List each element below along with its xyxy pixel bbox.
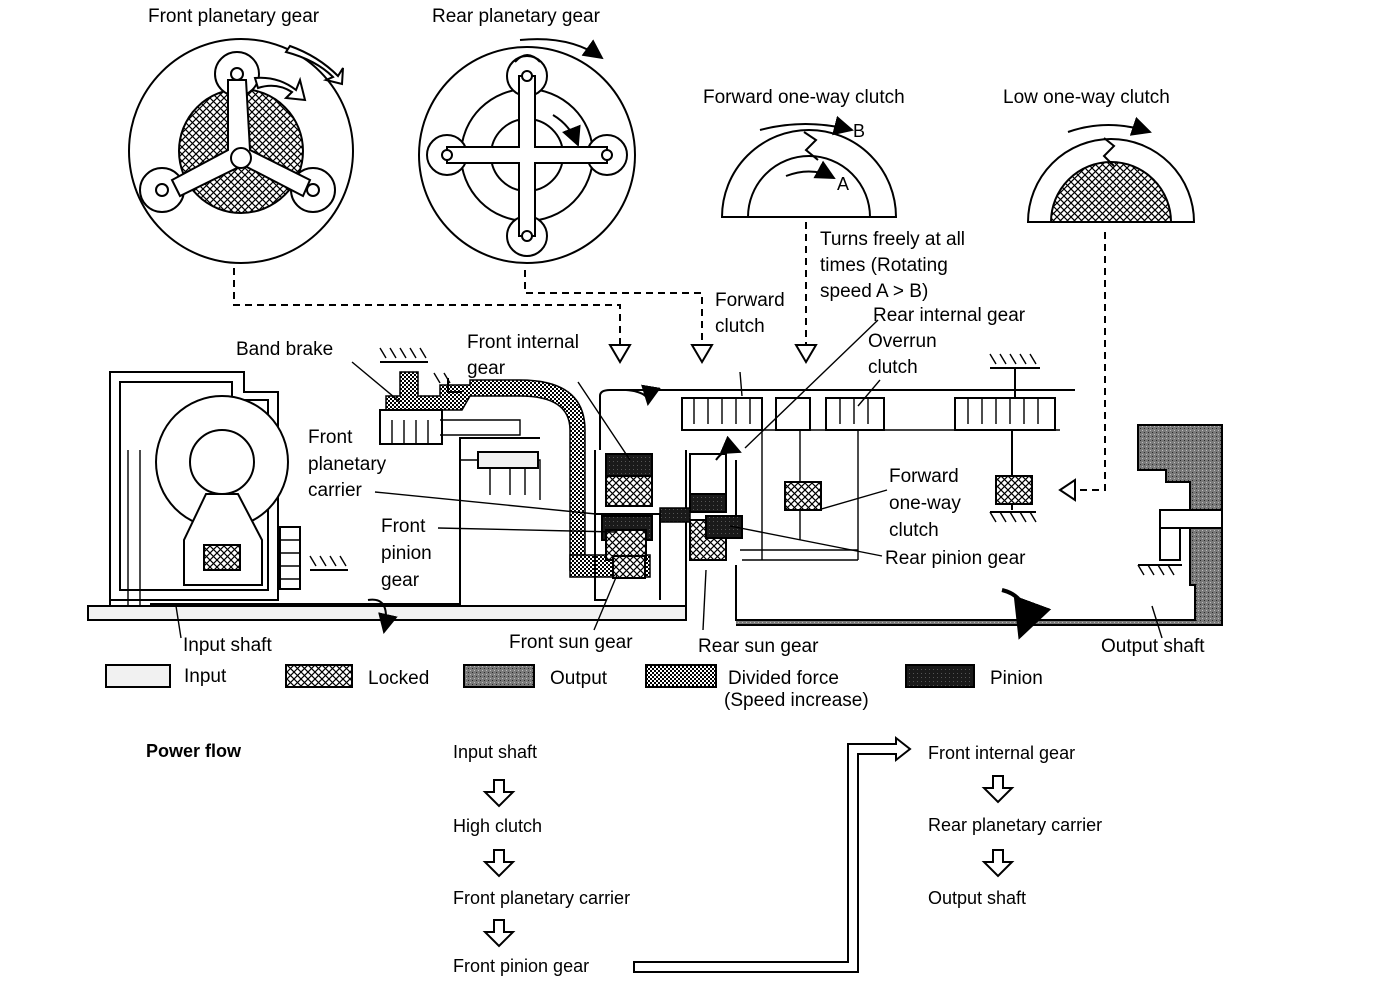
flow-step-front-planetary-carrier: Front planetary carrier: [453, 888, 630, 908]
connector-arrow-icon: [633, 735, 912, 973]
svg-text:pinion: pinion: [381, 543, 432, 564]
forward-one-way-clutch-title: Forward one-way clutch: [703, 87, 905, 108]
flow-step-rear-planetary-carrier: Rear planetary carrier: [928, 815, 1102, 835]
flow-step-output-shaft: Output shaft: [928, 888, 1026, 908]
front-internal-gear-label: Front internal: [467, 332, 579, 353]
svg-text:times (Rotating: times (Rotating: [820, 255, 948, 276]
callout-leaders: [175, 319, 1163, 639]
legend-label-pinion: Pinion: [990, 668, 1043, 689]
svg-text:speed A > B): speed A > B): [820, 281, 928, 302]
low-one-way-clutch-icon: [1026, 116, 1196, 223]
front-planetary-gear-title: Front planetary gear: [148, 6, 320, 27]
down-arrow-icon: [981, 775, 1015, 804]
legend-label-output: Output: [550, 668, 608, 689]
forward-one-way-clutch-label: Forward: [889, 466, 959, 487]
free-rotation-note: Turns freely at all times (Rotating spee…: [820, 229, 965, 302]
down-arrow-icon: [482, 779, 516, 808]
legend-label-locked: Locked: [368, 668, 429, 689]
svg-text:Turns freely at all: Turns freely at all: [820, 229, 965, 250]
overrun-clutch-label: Overrun: [868, 331, 937, 352]
legend-sublabel-divided-force: (Speed increase): [724, 690, 869, 711]
forward-clutch-label: Forward: [715, 290, 785, 311]
front-pinion-gear-label: Front: [381, 516, 426, 537]
svg-text:planetary: planetary: [308, 454, 387, 475]
input-shaft-label: Input shaft: [183, 635, 272, 656]
legend-swatch-pinion: [905, 664, 975, 688]
band-brake-label: Band brake: [236, 339, 333, 360]
power-flow-title: Power flow: [146, 741, 242, 761]
svg-text:gear: gear: [467, 358, 506, 379]
low-one-way-clutch-title: Low one-way clutch: [1003, 87, 1170, 108]
front-planetary-gear-icon: [128, 38, 354, 264]
rear-planetary-gear-title: Rear planetary gear: [432, 6, 601, 27]
legend-swatch-output: [463, 664, 535, 688]
rear-sun-gear-label: Rear sun gear: [698, 636, 819, 657]
flow-step-input-shaft: Input shaft: [453, 742, 537, 762]
svg-text:one-way: one-way: [889, 493, 961, 514]
legend-label-input: Input: [184, 666, 227, 687]
legend-label-divided-force: Divided force: [728, 668, 839, 689]
legend-swatch-divided-force: [645, 664, 717, 688]
front-sun-gear-label: Front sun gear: [509, 632, 633, 653]
dashed-flow-arrows: [233, 222, 1106, 502]
legend-swatch-locked: [285, 664, 353, 688]
forward-one-way-clutch-icon: [720, 115, 898, 218]
callout-labels: Forward clutch Rear internal gear Overru…: [183, 290, 1205, 657]
down-arrow-icon: [482, 919, 516, 948]
svg-text:clutch: clutch: [868, 357, 918, 378]
svg-text:clutch: clutch: [889, 520, 939, 541]
speed-b-label: B: [853, 121, 865, 141]
rear-internal-gear-label: Rear internal gear: [873, 305, 1026, 326]
svg-text:gear: gear: [381, 570, 420, 591]
legend-swatch-input: [105, 664, 171, 688]
power-flow: Power flow Input shaft High clutch Front…: [146, 735, 1102, 976]
down-arrow-icon: [981, 849, 1015, 878]
speed-a-label: A: [837, 174, 849, 194]
legend: Input Locked Output Divided force (Speed…: [105, 664, 1043, 711]
rear-planetary-gear-icon: [418, 38, 636, 264]
flow-step-front-pinion-gear: Front pinion gear: [453, 956, 589, 976]
front-planetary-carrier-label: Front: [308, 427, 353, 448]
rear-pinion-gear-label: Rear pinion gear: [885, 548, 1026, 569]
svg-text:clutch: clutch: [715, 316, 765, 337]
flow-step-front-internal-gear: Front internal gear: [928, 743, 1075, 763]
transmission-section: [87, 347, 1223, 640]
output-shaft-label: Output shaft: [1101, 636, 1205, 657]
svg-text:carrier: carrier: [308, 480, 363, 501]
down-arrow-icon: [482, 849, 516, 878]
flow-step-high-clutch: High clutch: [453, 816, 542, 836]
